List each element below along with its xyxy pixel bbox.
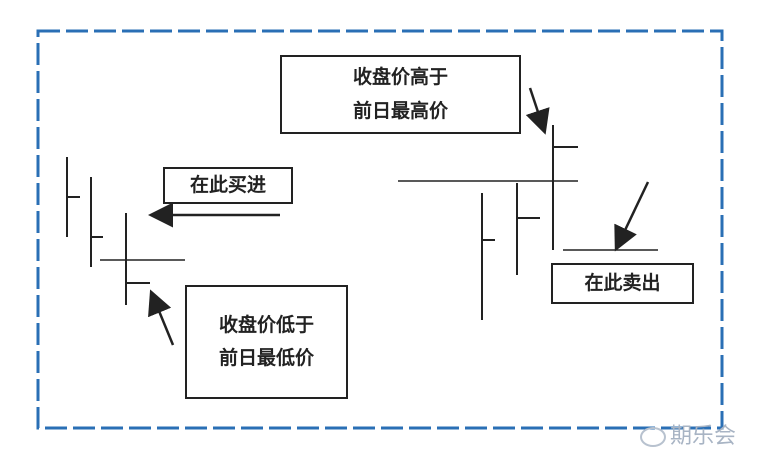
price-bar-right-2 [516, 183, 540, 275]
close-above-label: 收盘价高于 前日最高价 [280, 55, 521, 134]
price-bar-right-3 [552, 125, 578, 250]
low-arrow-icon [148, 289, 175, 346]
price-bar-left-1 [66, 157, 80, 237]
price-bar-right-1 [481, 193, 495, 320]
dashed-frame [36, 29, 724, 430]
close-above-line1: 收盘价高于 [352, 66, 448, 89]
close-below-line1: 收盘价低于 [218, 313, 314, 336]
close-below-line2: 前日最低价 [218, 347, 314, 369]
high-arrow-icon [525, 87, 550, 135]
sell-here-label: 在此卖出 [551, 263, 694, 304]
watermark: 期乐会 [640, 418, 736, 450]
price-bar-left-2 [90, 177, 103, 267]
sell-arrow-icon [614, 181, 650, 252]
buy-here-label: 在此买进 [163, 167, 293, 204]
sell-here-text: 在此卖出 [584, 271, 661, 294]
watermark-text: 期乐会 [670, 424, 737, 449]
price-bar-left-3 [125, 213, 150, 305]
wechat-icon [640, 427, 666, 447]
close-above-line2: 前日最高价 [352, 99, 448, 122]
close-below-label: 收盘价低于 前日最低价 [185, 285, 348, 399]
buy-here-text: 在此买进 [189, 173, 266, 196]
